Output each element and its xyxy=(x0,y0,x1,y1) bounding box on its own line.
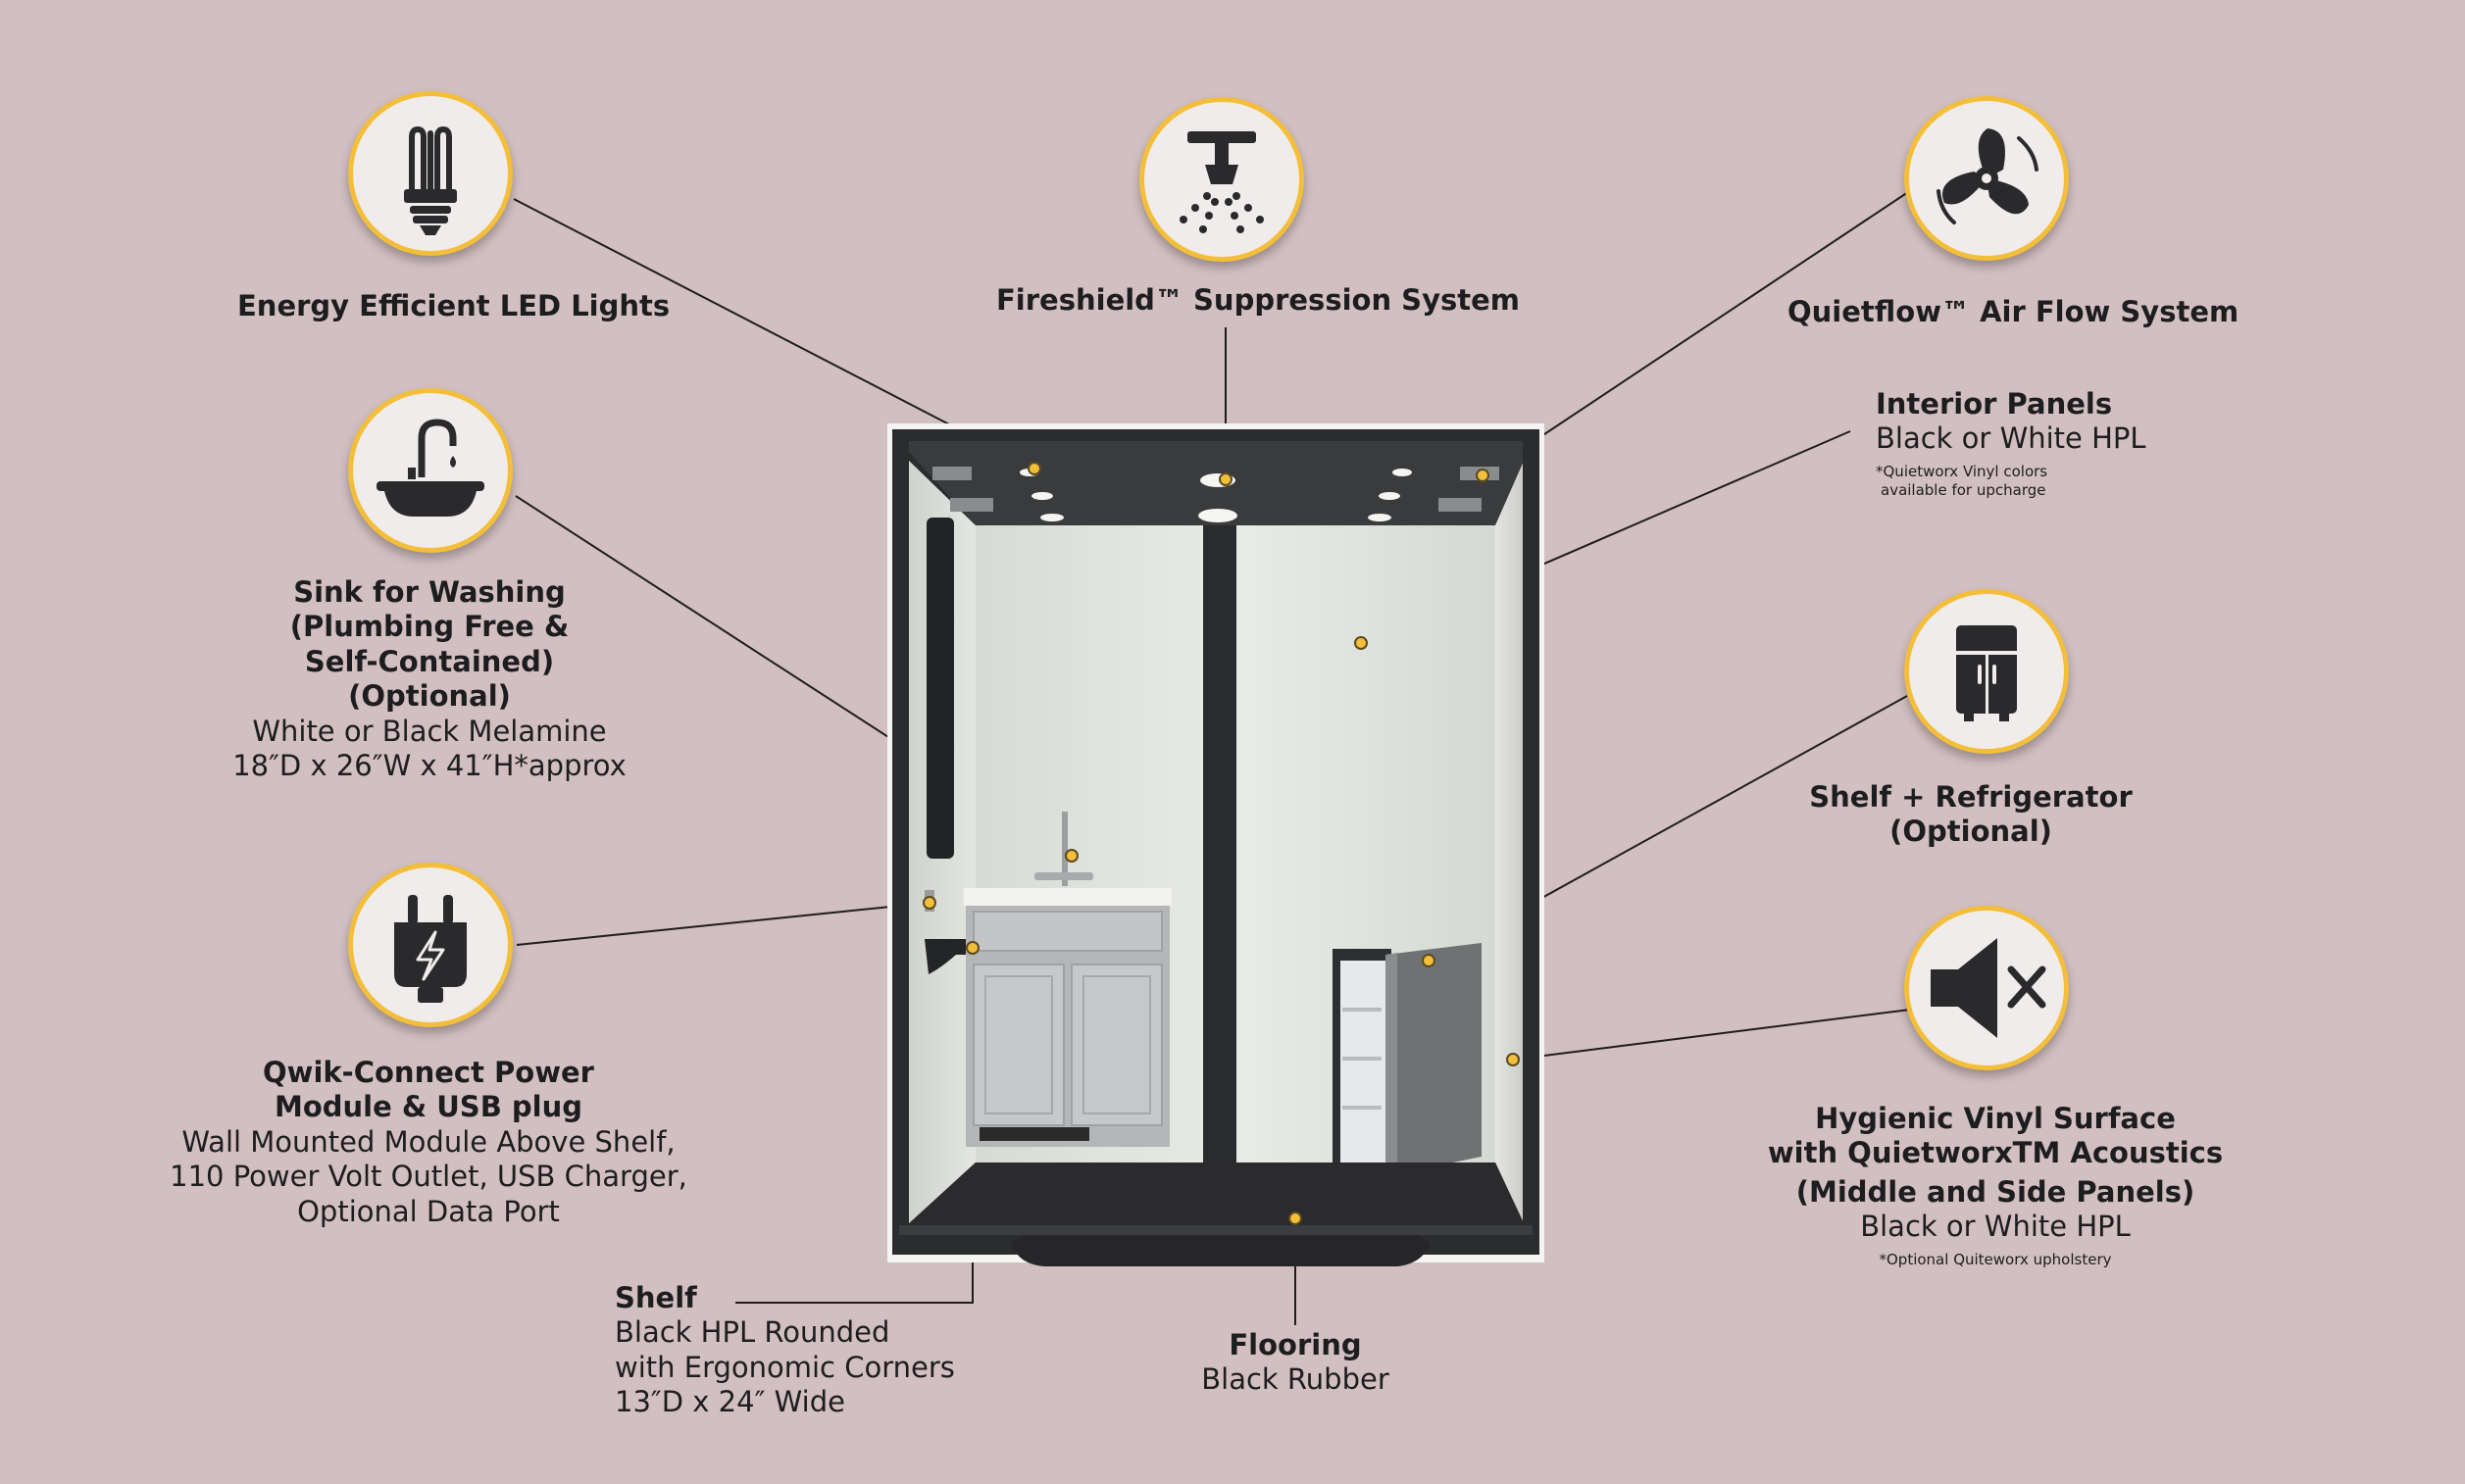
sink-icon xyxy=(377,419,484,517)
sink-sub-1: White or Black Melamine xyxy=(252,714,607,748)
fridge-badge xyxy=(1904,589,2069,754)
led-label: Energy Efficient LED Lights xyxy=(237,289,670,323)
panels-note-2: available for upcharge xyxy=(1881,481,2046,500)
panels-title: Interior Panels xyxy=(1876,387,2113,420)
fire-title: Fireshield™ Suppression System xyxy=(996,283,1520,317)
fridge-label: Shelf + Refrigerator (Optional) xyxy=(1765,780,2177,850)
flooring-label: Flooring Black Rubber xyxy=(1099,1328,1491,1398)
sink-badge xyxy=(348,388,513,553)
fire-badge xyxy=(1139,97,1304,262)
fan-icon xyxy=(1937,128,2038,224)
vinyl-label: Hygienic Vinyl Surface with QuietworxTM … xyxy=(1726,1102,2265,1269)
shelf-sub-3: 13″D x 24″ Wide xyxy=(615,1385,845,1419)
shelf-sub-1: Black HPL Rounded xyxy=(615,1315,890,1350)
led-title: Energy Efficient LED Lights xyxy=(237,289,671,322)
booth-illustration xyxy=(887,423,1544,1266)
power-badge xyxy=(348,863,513,1027)
fire-label: Fireshield™ Suppression System xyxy=(996,283,1520,318)
dot-fridge xyxy=(1422,954,1435,967)
sink-title-3: Self-Contained) xyxy=(304,644,555,678)
power-label: Qwik-Connect Power Module & USB plug Wal… xyxy=(139,1056,718,1229)
dot-airflow xyxy=(1476,469,1489,482)
vinyl-title-2: with QuietworxTM Acoustics xyxy=(1767,1136,2224,1170)
sink-sub-2: 18″D x 26″W x 41″H*approx xyxy=(232,748,627,782)
shelf-label: Shelf Black HPL Rounded with Ergonomic C… xyxy=(615,1281,955,1420)
flooring-subtitle: Black Rubber xyxy=(1201,1362,1389,1397)
sink-label: Sink for Washing (Plumbing Free & Self-C… xyxy=(182,575,677,783)
vinyl-badge xyxy=(1904,906,2069,1070)
vinyl-note: *Optional Quiteworx upholstery xyxy=(1879,1250,2112,1268)
airflow-title: Quietflow™ Air Flow System xyxy=(1787,295,2239,328)
sink-title-4: (Optional) xyxy=(348,679,511,714)
dot-flooring xyxy=(1288,1212,1302,1225)
dot-sink xyxy=(1065,849,1079,863)
vinyl-subtitle: Black or White HPL xyxy=(1860,1210,2131,1244)
power-sub-3: Optional Data Port xyxy=(297,1194,560,1228)
dot-power xyxy=(923,896,936,910)
dot-fire xyxy=(1219,472,1232,486)
shelf-sub-2: with Ergonomic Corners xyxy=(615,1350,955,1384)
dot-led xyxy=(1028,462,1041,475)
led-badge xyxy=(348,91,513,256)
power-plug-icon xyxy=(394,895,467,1003)
airflow-label: Quietflow™ Air Flow System xyxy=(1787,295,2239,329)
dot-panels xyxy=(1354,636,1368,650)
leader-line-power xyxy=(516,902,931,946)
leader-line-vinyl xyxy=(1512,1009,1911,1061)
dot-shelf xyxy=(966,941,980,955)
airflow-badge xyxy=(1904,96,2069,261)
power-title-1: Qwik-Connect Power xyxy=(263,1056,594,1089)
fridge-title-1: Shelf + Refrigerator xyxy=(1809,780,2133,814)
leader-line-airflow xyxy=(1482,187,1915,476)
panels-subtitle: Black or White HPL xyxy=(1876,421,2146,456)
fridge-title-2: (Optional) xyxy=(1889,815,2052,849)
sprinkler-icon xyxy=(1180,131,1264,233)
sink-title-1: Sink for Washing xyxy=(293,575,566,609)
vinyl-title-1: Hygienic Vinyl Surface xyxy=(1815,1102,2176,1135)
power-title-2: Module & USB plug xyxy=(274,1090,582,1124)
vinyl-title-3: (Middle and Side Panels) xyxy=(1795,1174,2195,1209)
power-sub-2: 110 Power Volt Outlet, USB Charger, xyxy=(170,1160,687,1194)
sink-title-2: (Plumbing Free & xyxy=(289,610,570,644)
panels-note-1: *Quietworx Vinyl colors xyxy=(1876,462,2048,480)
speaker-mute-icon xyxy=(1931,938,2046,1038)
dot-vinyl xyxy=(1506,1053,1520,1066)
led-bulb-icon xyxy=(404,125,457,235)
power-sub-1: Wall Mounted Module Above Shelf, xyxy=(181,1124,676,1159)
panels-label: Interior Panels Black or White HPL *Quie… xyxy=(1876,387,2146,501)
shelf-title: Shelf xyxy=(615,1281,697,1314)
flooring-title: Flooring xyxy=(1229,1328,1362,1361)
refrigerator-icon xyxy=(1956,625,2017,721)
